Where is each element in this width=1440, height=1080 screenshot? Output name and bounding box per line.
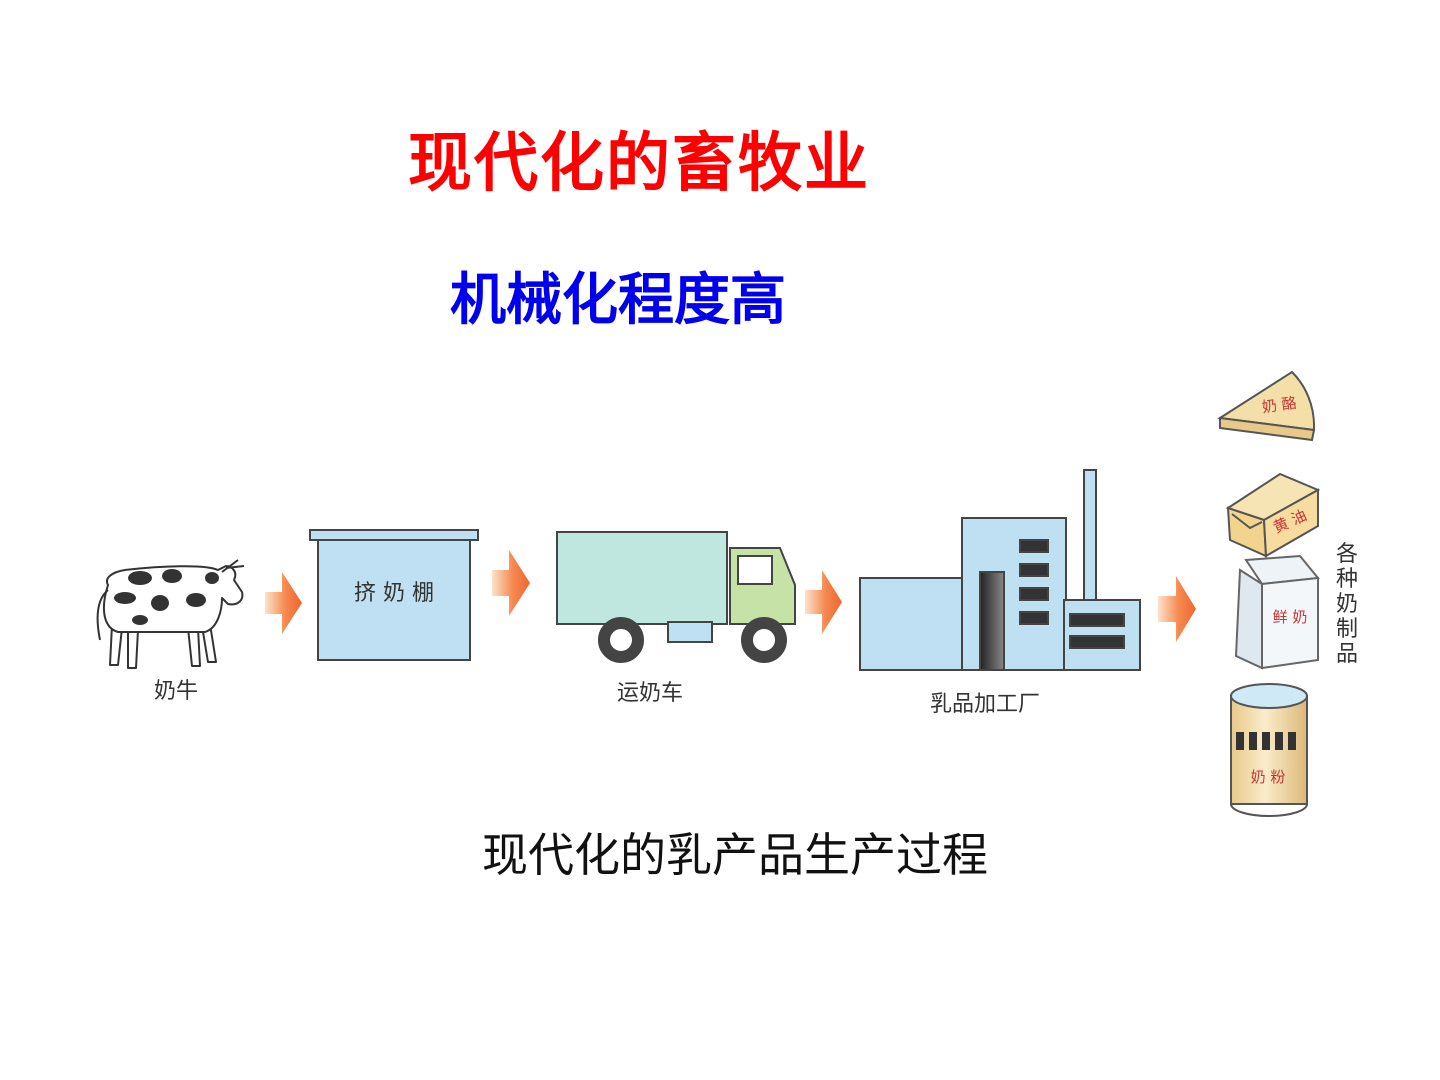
factory-illustration (859, 469, 1141, 671)
cheese-illustration (1217, 370, 1316, 442)
products-group-label: 各 种 奶 制 品 (1336, 542, 1358, 667)
svg-text:制: 制 (1336, 617, 1358, 642)
milking-shed-illustration (309, 529, 479, 661)
svg-text:种: 种 (1336, 567, 1358, 592)
milk-powder-label: 奶 粉 (1251, 768, 1286, 786)
svg-text:各: 各 (1336, 542, 1358, 567)
flow-arrow-1 (265, 572, 302, 634)
cow-illustration (96, 559, 245, 669)
page-subtitle: 机械化程度高 (450, 267, 786, 333)
cheese-label: 奶 酪 (1261, 394, 1298, 417)
butter-illustration (1225, 472, 1321, 558)
svg-text:奶: 奶 (1336, 592, 1358, 617)
flow-arrow-2 (492, 550, 530, 616)
fresh-milk-label: 鲜 奶 (1273, 608, 1308, 626)
fresh-milk-illustration (1234, 554, 1320, 670)
milk-powder-illustration (1230, 683, 1308, 817)
flow-arrow-4 (1158, 576, 1196, 642)
svg-text:品: 品 (1336, 642, 1358, 667)
shed-label: 挤 奶 棚 (354, 581, 434, 606)
cow-label: 奶牛 (154, 679, 198, 704)
page-title: 现代化的畜牧业 (408, 126, 870, 201)
diagram-caption: 现代化的乳产品生产过程 (482, 828, 988, 882)
milk-truck-illustration (556, 531, 796, 663)
factory-label: 乳品加工厂 (930, 692, 1040, 717)
flow-arrow-3 (805, 570, 842, 634)
truck-label: 运奶车 (617, 681, 683, 706)
